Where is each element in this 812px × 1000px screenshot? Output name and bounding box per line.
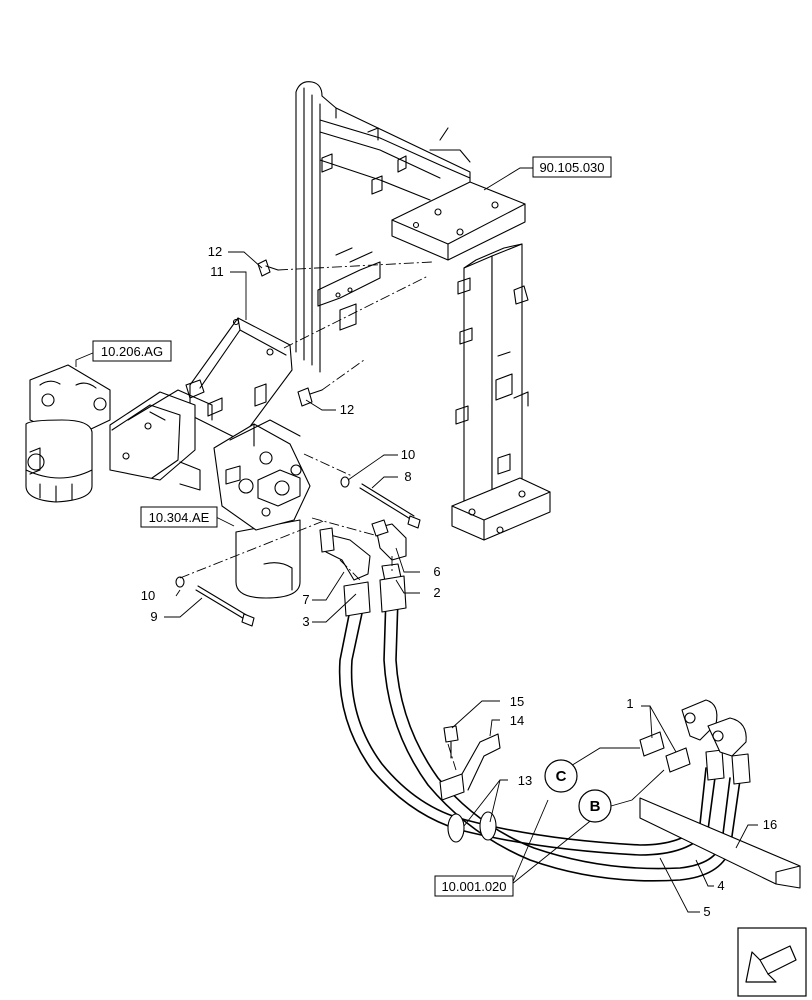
bolt-part-9 [195, 585, 255, 627]
bar-part-16 [639, 797, 801, 889]
callout-6: 6 [433, 564, 440, 579]
bolt-part-8 [359, 483, 421, 529]
callout-5: 5 [703, 904, 710, 919]
callout-10-upper: 10 [401, 447, 415, 462]
callout-10-lower: 10 [141, 588, 155, 603]
circle-label-c-text: C [556, 768, 567, 785]
clamp-part-13 [447, 811, 497, 843]
callout-4: 4 [717, 878, 724, 893]
ref-connection-text: 10.001.020 [441, 879, 506, 894]
callout-7: 7 [302, 592, 309, 607]
alignment-lines [179, 261, 457, 771]
ref-connection[interactable]: 10.001.020 [434, 875, 514, 897]
callout-15: 15 [510, 694, 524, 709]
bolt-part-12-upper [257, 259, 279, 277]
bracket-part-14 [439, 733, 501, 801]
callout-14: 14 [510, 713, 524, 728]
ref-frame[interactable]: 90.105.030 [532, 156, 612, 178]
circle-label-b: B [578, 789, 612, 823]
leader-lines [75, 167, 758, 913]
callout-11: 11 [210, 264, 224, 279]
elbow-fitting-part-7 [319, 527, 371, 581]
frame-assembly [295, 81, 551, 541]
circle-label-b-text: B [590, 798, 601, 815]
arrow-icon [737, 927, 807, 997]
ref-filter-cartridge[interactable]: 10.304.AE [140, 506, 218, 528]
callout-9: 9 [150, 609, 157, 624]
callout-3: 3 [302, 614, 309, 629]
callout-numbers: 12 11 12 10 8 6 2 7 3 10 9 1 15 14 13 16… [141, 244, 777, 919]
elbow-fitting-part-6 [371, 519, 407, 561]
bracket-part-11 [109, 317, 293, 491]
hose-end-fittings [681, 699, 751, 785]
ref-frame-text: 90.105.030 [539, 160, 604, 175]
callout-16: 16 [763, 817, 777, 832]
callout-12-upper: 12 [208, 244, 222, 259]
bolt-part-15 [443, 725, 459, 759]
ref-filter-cartridge-text: 10.304.AE [149, 510, 210, 525]
washer-part-10-upper [340, 476, 350, 488]
adapter-part-1 [639, 731, 691, 773]
filter-head-assembly [25, 364, 111, 503]
ref-filter-head[interactable]: 10.206.AG [92, 340, 172, 362]
callout-1: 1 [626, 696, 633, 711]
callout-13: 13 [518, 773, 532, 788]
washer-part-10-lower [175, 576, 185, 588]
ref-filter-head-text: 10.206.AG [101, 344, 163, 359]
callout-8: 8 [404, 469, 411, 484]
filter-cartridge-assembly [213, 419, 311, 599]
callout-2: 2 [433, 585, 440, 600]
bolt-part-12-lower [297, 387, 323, 407]
circle-label-c: C [544, 759, 578, 793]
callout-12-lower: 12 [340, 402, 354, 417]
